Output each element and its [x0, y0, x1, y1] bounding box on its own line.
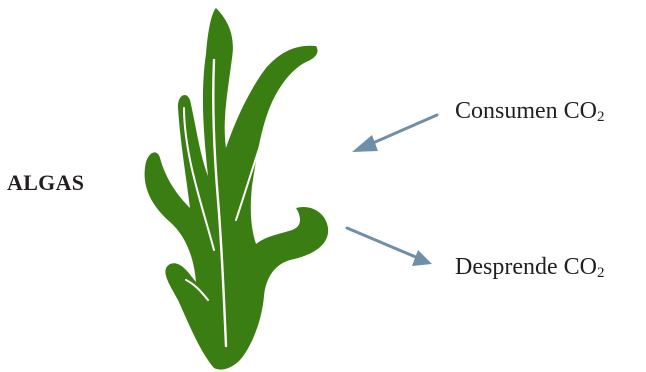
consume-co2-subscript: 2 — [597, 109, 605, 125]
release-co2-subscript: 2 — [597, 265, 605, 281]
consume-co2-text: Consumen CO — [455, 98, 597, 124]
consume-co2-label: Consumen CO2 — [455, 98, 605, 125]
arrow-in-icon — [352, 115, 437, 152]
algae-icon — [145, 8, 329, 370]
diagram-title: ALGAS — [7, 170, 84, 196]
arrow-out-icon — [347, 228, 432, 266]
release-co2-text: Desprende CO — [455, 254, 597, 280]
release-co2-label: Desprende CO2 — [455, 254, 604, 281]
